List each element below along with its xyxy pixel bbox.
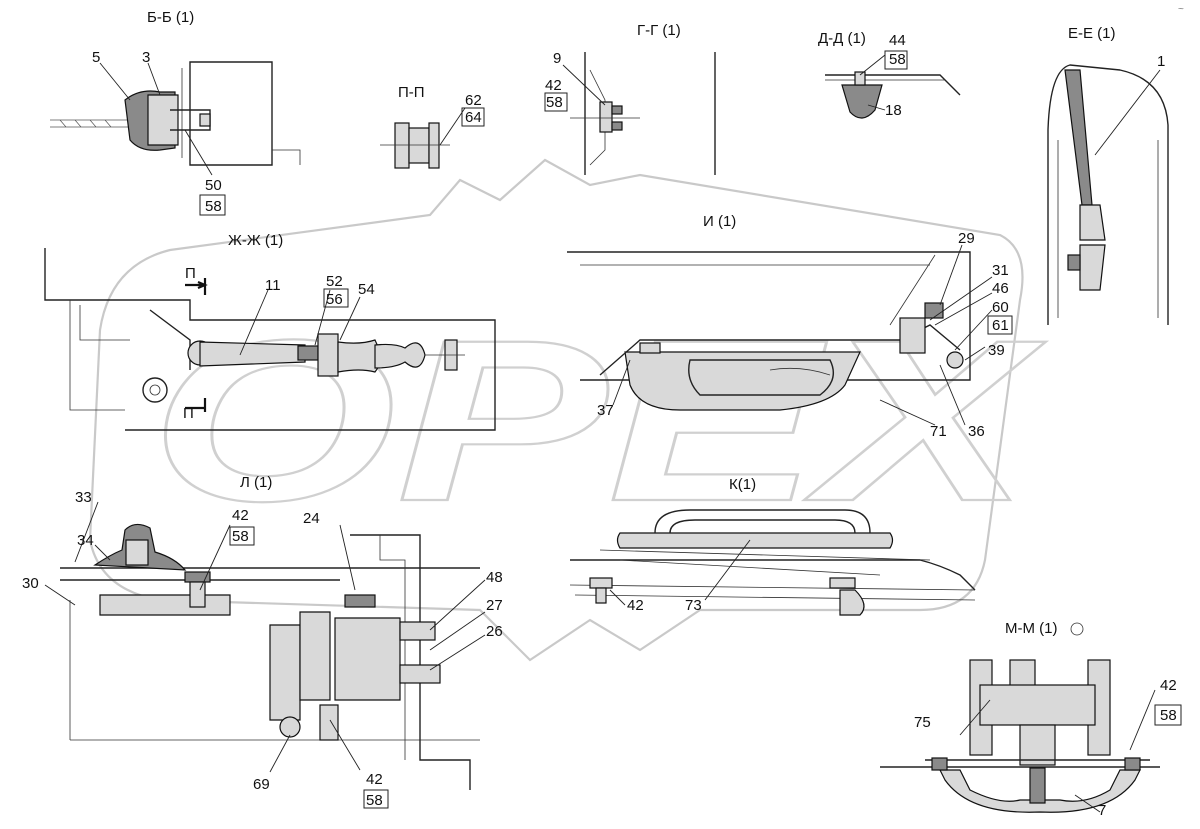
callout-48: 48 [486, 569, 503, 586]
section-dd: Д-Д (1) [818, 30, 961, 119]
callout-52: 52 [326, 273, 343, 290]
section-title-gg: Г-Г (1) [637, 22, 681, 39]
section-title-bb: Б-Б (1) [147, 9, 194, 26]
section-title-l: Л (1) [240, 474, 272, 491]
callout-34: 34 [77, 532, 94, 549]
callout-11: 11 [265, 277, 281, 294]
callout-7: 7 [1098, 802, 1106, 819]
callout-42: 42 [232, 507, 249, 524]
section-title-i: И (1) [703, 213, 736, 230]
callout-37: 37 [597, 402, 614, 419]
section-title-dd: Д-Д (1) [818, 30, 866, 47]
callout-26: 26 [486, 623, 503, 640]
callout-62: 62 [465, 92, 482, 109]
callout-30: 30 [22, 575, 39, 592]
watermark-text: OPEX [150, 292, 1046, 549]
section-title-pp: П-П [398, 84, 425, 101]
callout-29: 29 [958, 230, 975, 247]
callout-58: 58 [889, 51, 906, 68]
callout-58: 58 [232, 528, 249, 545]
watermark: OPEX [88, 158, 1047, 662]
section-title-ee: Е-Е (1) [1068, 25, 1116, 42]
callout-36: 36 [968, 423, 985, 440]
callout-42: 42 [627, 597, 644, 614]
callout-18: 18 [885, 102, 902, 119]
callout-39: 39 [988, 342, 1005, 359]
callout-58: 58 [1160, 707, 1177, 724]
callout-9: 9 [553, 50, 561, 67]
section-title-k: К(1) [729, 476, 756, 493]
callout-64: 64 [465, 109, 482, 126]
callout-24: 24 [303, 510, 320, 527]
section-mm: М-М (1) [880, 620, 1182, 813]
callout-42: 42 [1160, 677, 1177, 694]
section-title-zhzh: Ж-Ж (1) [228, 232, 283, 249]
callout-60: 60 [992, 299, 1009, 316]
section-bb: Б-Б (1) [50, 9, 301, 216]
cut-mark-bottom: П [183, 405, 194, 422]
callout-73: 73 [685, 597, 702, 614]
callout-71: 71 [930, 423, 947, 440]
callout-58: 58 [366, 792, 383, 809]
section-pp: П-П [380, 84, 485, 169]
callout-61: 61 [992, 317, 1009, 334]
callout-31: 31 [992, 262, 1009, 279]
corner-mark: ~ [1178, 4, 1184, 15]
callout-56: 56 [326, 291, 343, 308]
section-ee: Е-Е (1) [1047, 25, 1169, 325]
callout-58: 58 [546, 94, 563, 111]
section-gg: Г-Г (1) [544, 22, 716, 175]
callout-54: 54 [358, 281, 375, 298]
section-zhzh: Ж-Ж (1) П П [44, 232, 496, 431]
callout-75: 75 [914, 714, 931, 731]
section-k: К(1) [569, 476, 976, 616]
callout-44: 44 [889, 32, 906, 49]
section-i: И (1) [567, 213, 1013, 426]
callout-58: 58 [205, 198, 222, 215]
callout-50: 50 [205, 177, 222, 194]
callout-42: 42 [545, 77, 562, 94]
section-l: Л (1) [44, 474, 486, 809]
callout-33: 33 [75, 489, 92, 506]
callout-1: 1 [1157, 53, 1165, 70]
callout-27: 27 [486, 597, 503, 614]
callout-42: 42 [366, 771, 383, 788]
callout-3: 3 [142, 49, 150, 66]
callout-5: 5 [92, 49, 100, 66]
callout-69: 69 [253, 776, 270, 793]
callout-46: 46 [992, 280, 1009, 297]
section-title-mm: М-М (1) [1005, 620, 1058, 637]
cut-mark-top: П [185, 265, 196, 282]
